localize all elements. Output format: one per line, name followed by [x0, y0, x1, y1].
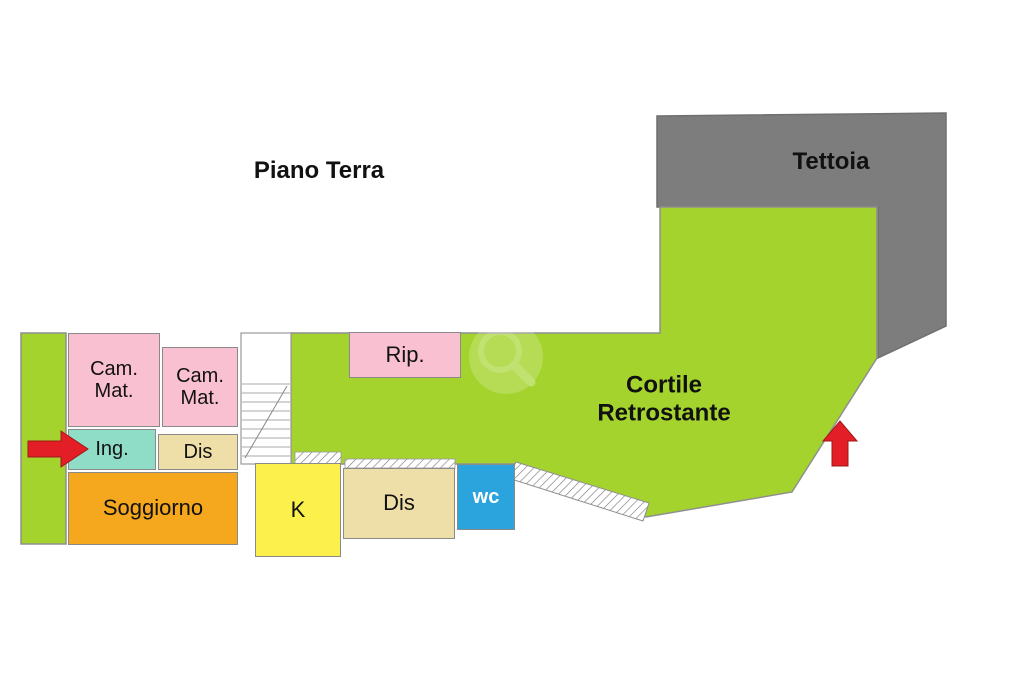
room-wc-label: wc	[472, 485, 500, 508]
room-cam-mat-1: Cam. Mat.	[68, 333, 160, 427]
room-ripostiglio: Rip.	[349, 332, 461, 378]
room-ingresso: Ing.	[68, 429, 156, 470]
room-soggiorno-label: Soggiorno	[102, 495, 204, 521]
room-disimpegno-2-label: Dis	[383, 490, 415, 516]
room-cam-mat-2-label: Cam. Mat.	[176, 364, 224, 409]
hatch-strip-dis2	[344, 458, 456, 469]
room-soggiorno: Soggiorno	[68, 472, 238, 545]
room-cucina: K	[255, 463, 341, 557]
room-cam-mat-2: Cam. Mat.	[162, 347, 238, 427]
room-cucina-label: K	[290, 496, 306, 522]
left-green-strip	[20, 332, 67, 545]
room-ingresso-label: Ing.	[95, 438, 129, 461]
room-disimpegno-1: Dis	[158, 434, 238, 470]
room-disimpegno-1-label: Dis	[183, 440, 213, 463]
room-wc: wc	[457, 464, 515, 530]
room-disimpegno-2: Dis	[343, 468, 455, 539]
room-cam-mat-1-label: Cam. Mat.	[90, 357, 138, 402]
room-ripostiglio-label: Rip.	[385, 341, 425, 367]
internal-stairs	[240, 332, 292, 465]
tettoia-shape	[656, 112, 947, 360]
